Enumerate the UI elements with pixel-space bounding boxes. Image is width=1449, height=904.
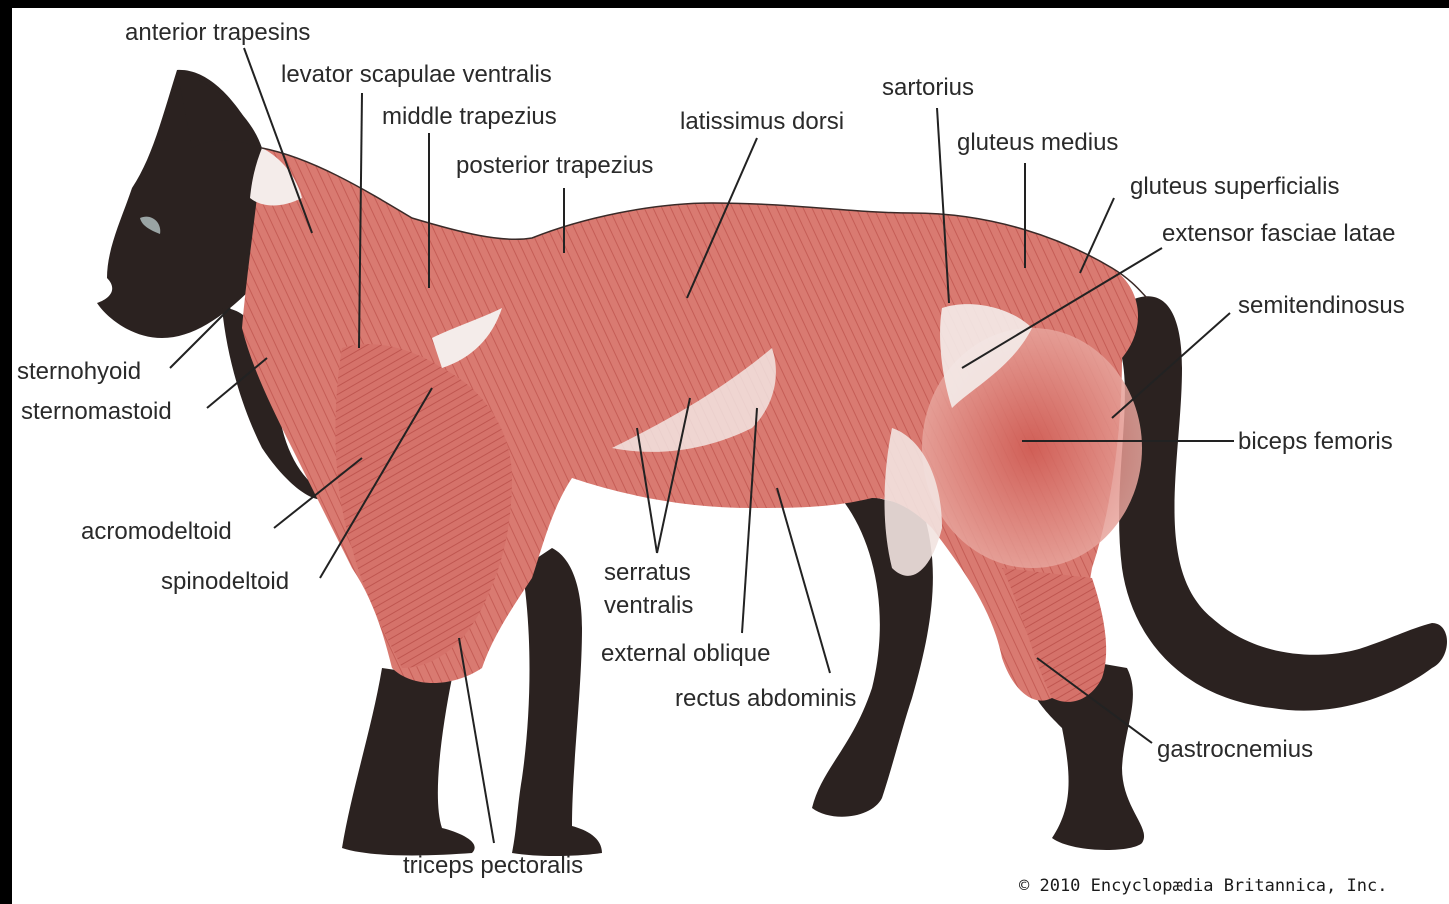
diagram-canvas: anterior trapesins levator scapulae vent… — [12, 8, 1449, 904]
label-spinodeltoid: spinodeltoid — [161, 570, 289, 594]
label-middle-trapezius: middle trapezius — [382, 105, 557, 129]
tail — [1117, 296, 1447, 710]
label-external-oblique: external oblique — [601, 642, 770, 666]
label-gluteus-medius: gluteus medius — [957, 131, 1118, 155]
label-extensor-fasciae-latae: extensor fasciae latae — [1162, 222, 1395, 246]
front-leg-far — [512, 548, 602, 856]
head — [97, 70, 267, 338]
label-sartorius: sartorius — [882, 76, 974, 100]
label-semitendinosus: semitendinosus — [1238, 294, 1405, 318]
label-serratus: serratus — [604, 561, 691, 585]
label-gluteus-superficialis: gluteus superficialis — [1130, 175, 1339, 199]
label-biceps-femoris: biceps femoris — [1238, 430, 1393, 454]
label-acromodeltoid: acromodeltoid — [81, 520, 232, 544]
label-sternomastoid: sternomastoid — [21, 400, 172, 424]
label-latissimus-dorsi: latissimus dorsi — [680, 110, 844, 134]
label-posterior-trapezius: posterior trapezius — [456, 154, 653, 178]
copyright-notice: © 2010 Encyclopædia Britannica, Inc. — [1019, 876, 1387, 896]
label-rectus-abdominis: rectus abdominis — [675, 687, 856, 711]
cat-muscle-illustration — [12, 8, 1449, 904]
label-ventralis: ventralis — [604, 594, 693, 618]
label-anterior-trapesins: anterior trapesins — [125, 21, 310, 45]
label-triceps-pectoralis: triceps pectoralis — [403, 854, 583, 878]
front-leg-near — [342, 668, 475, 855]
label-sternohyoid: sternohyoid — [17, 360, 141, 384]
label-gastrocnemius: gastrocnemius — [1157, 738, 1313, 762]
leader-rectus-abdominis — [777, 488, 830, 673]
label-levator-scapulae-ventralis: levator scapulae ventralis — [281, 63, 552, 87]
